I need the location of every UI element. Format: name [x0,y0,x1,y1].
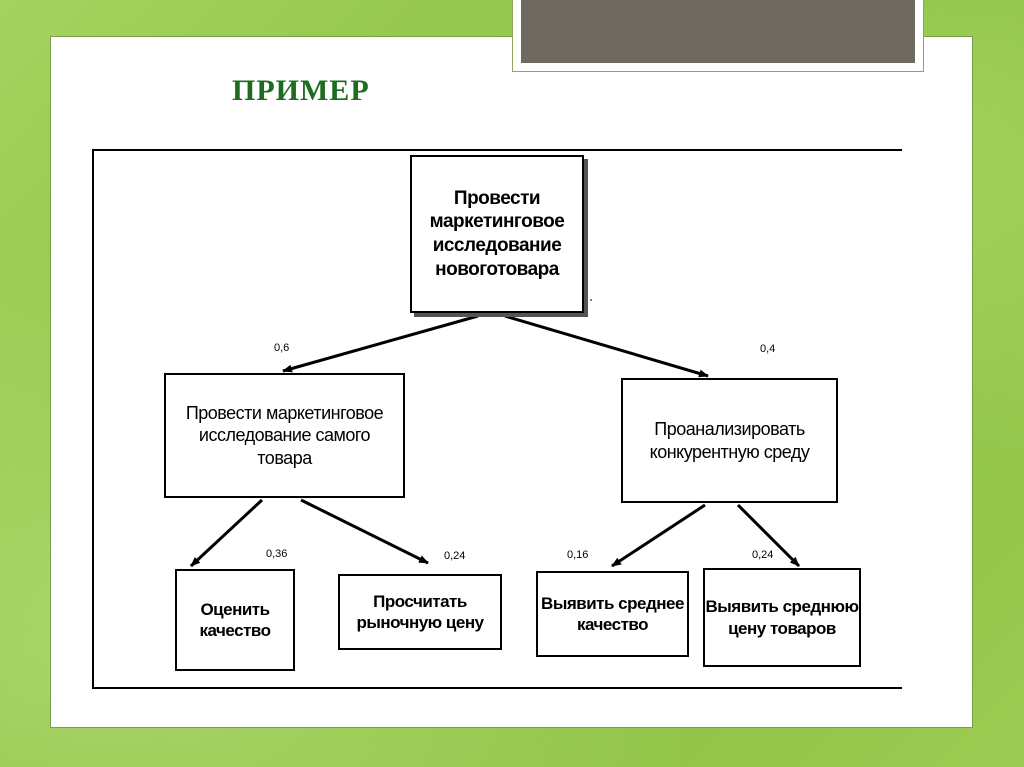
weight-average-quality: 0,16 [567,549,589,561]
node-market-price-label: Просчитать рыночную цену [356,591,484,632]
page-title: ПРИМЕР [232,74,370,107]
edge-right-avg-quality [611,503,706,568]
edge-root-left [282,314,479,373]
node-average-price-label: Выявить среднюю цену товаров [705,597,859,638]
node-assess-quality-label: Оценить качество [199,599,271,640]
node-root-research-new-product: Провести маркетинговое исследование ново… [410,155,584,313]
weight-assess-quality: 0,36 [266,548,288,560]
diagram-frame [92,149,902,689]
edge-root-right [504,314,709,378]
header-tab [512,0,924,72]
edge-left-market [300,498,429,565]
header-tab-fill [521,0,915,63]
node-assess-quality: Оценить качество [175,569,295,671]
weight-research-product: 0,6 [274,342,290,354]
edge-left-quality [189,498,264,568]
edge-right-avg-price [736,503,801,568]
node-root-label: Провести маркетинговое исследование ново… [429,187,565,280]
node-research-product-label: Провести маркетинговое исследование само… [185,402,384,468]
node-research-product: Провести маркетинговое исследование само… [164,373,405,498]
node-analyze-competition-label: Проанализировать конкурентную среду [649,419,810,462]
weight-analyze-competition: 0,4 [760,343,776,355]
node-analyze-competition: Проанализировать конкурентную среду [621,378,838,503]
node-average-price: Выявить среднюю цену товаров [703,568,861,667]
node-market-price: Просчитать рыночную цену [338,574,502,650]
node-average-quality-label: Выявить среднее качество [541,593,684,634]
node-average-quality: Выявить среднее качество [536,571,689,657]
weight-market-price: 0,24 [444,550,466,562]
weight-average-price: 0,24 [752,549,774,561]
